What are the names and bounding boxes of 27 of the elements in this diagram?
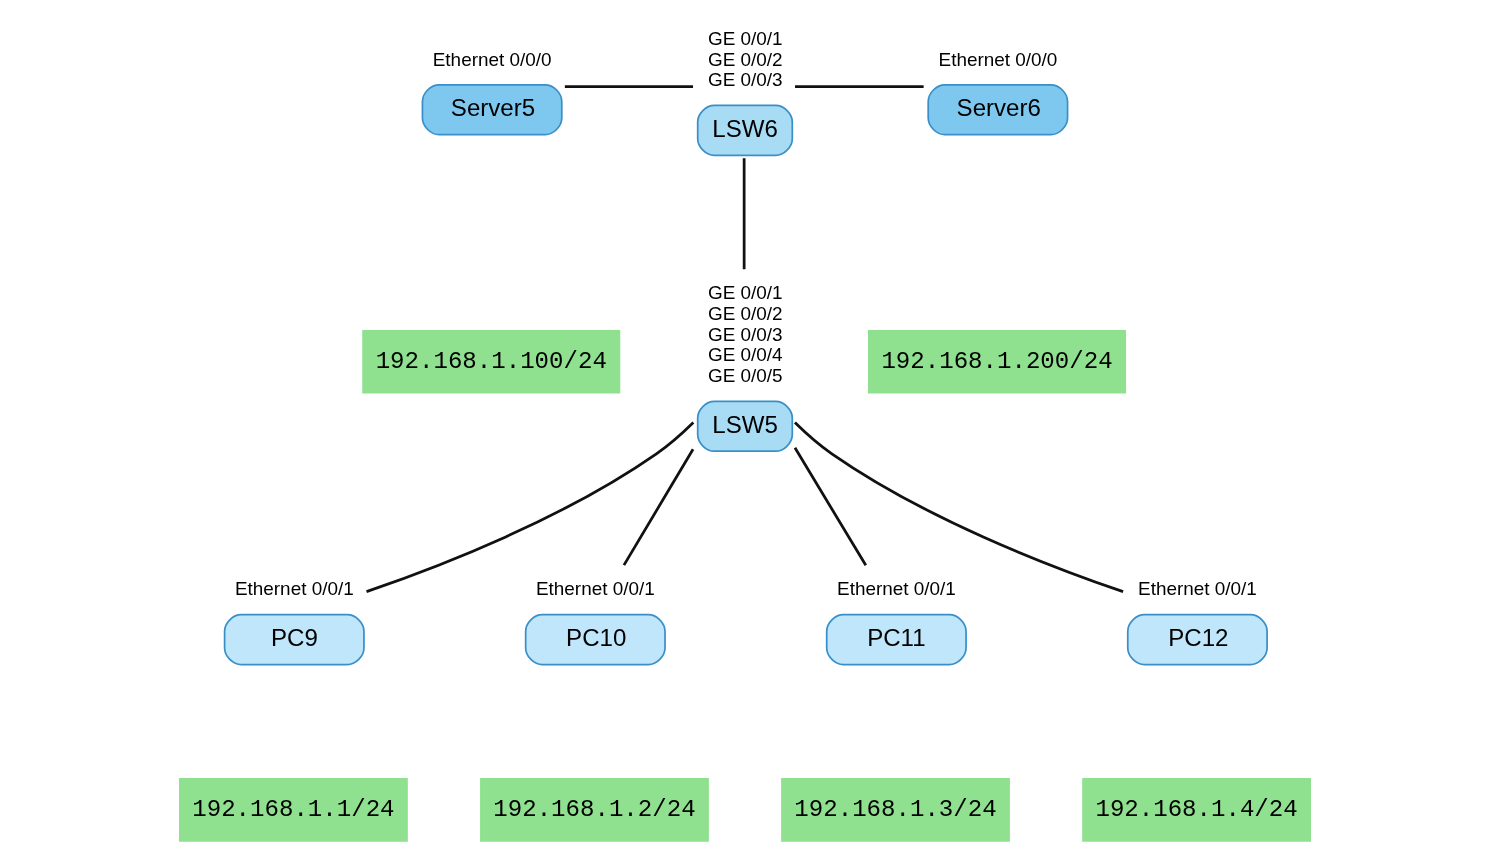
connector [564, 85, 693, 88]
node-label: GE 0/0/2 [707, 48, 783, 70]
connector [793, 421, 1124, 593]
node-label: GE 0/0/5 [707, 365, 783, 387]
node-box: 192.168.1.3/24 [780, 778, 1010, 842]
node-label: Ethernet 0/0/1 [234, 578, 354, 600]
connector [793, 447, 867, 567]
node-label: Ethernet 0/0/0 [432, 48, 552, 70]
node-label: GE 0/0/1 [707, 27, 783, 49]
node-box: 192.168.1.200/24 [867, 329, 1126, 394]
node-label: GE 0/0/2 [707, 303, 783, 325]
node-label: Ethernet 0/0/1 [535, 578, 655, 600]
connector [794, 85, 924, 88]
node-box: 192.168.1.4/24 [1081, 778, 1311, 842]
connector [742, 158, 745, 270]
node-box: 192.168.1.2/24 [479, 778, 709, 842]
node-label: Ethernet 0/0/1 [1137, 578, 1257, 600]
connector [365, 421, 694, 593]
node-label: GE 0/0/4 [707, 344, 783, 366]
connector [622, 448, 694, 566]
node-box: 192.168.1.1/24 [178, 778, 408, 842]
node-box: 192.168.1.100/24 [361, 329, 620, 394]
node-label: GE 0/0/3 [707, 69, 783, 91]
node-label: Ethernet 0/0/1 [836, 578, 956, 600]
node-label: GE 0/0/3 [707, 323, 783, 345]
node-label: GE 0/0/1 [707, 282, 783, 304]
node-label: Ethernet 0/0/0 [938, 48, 1057, 70]
